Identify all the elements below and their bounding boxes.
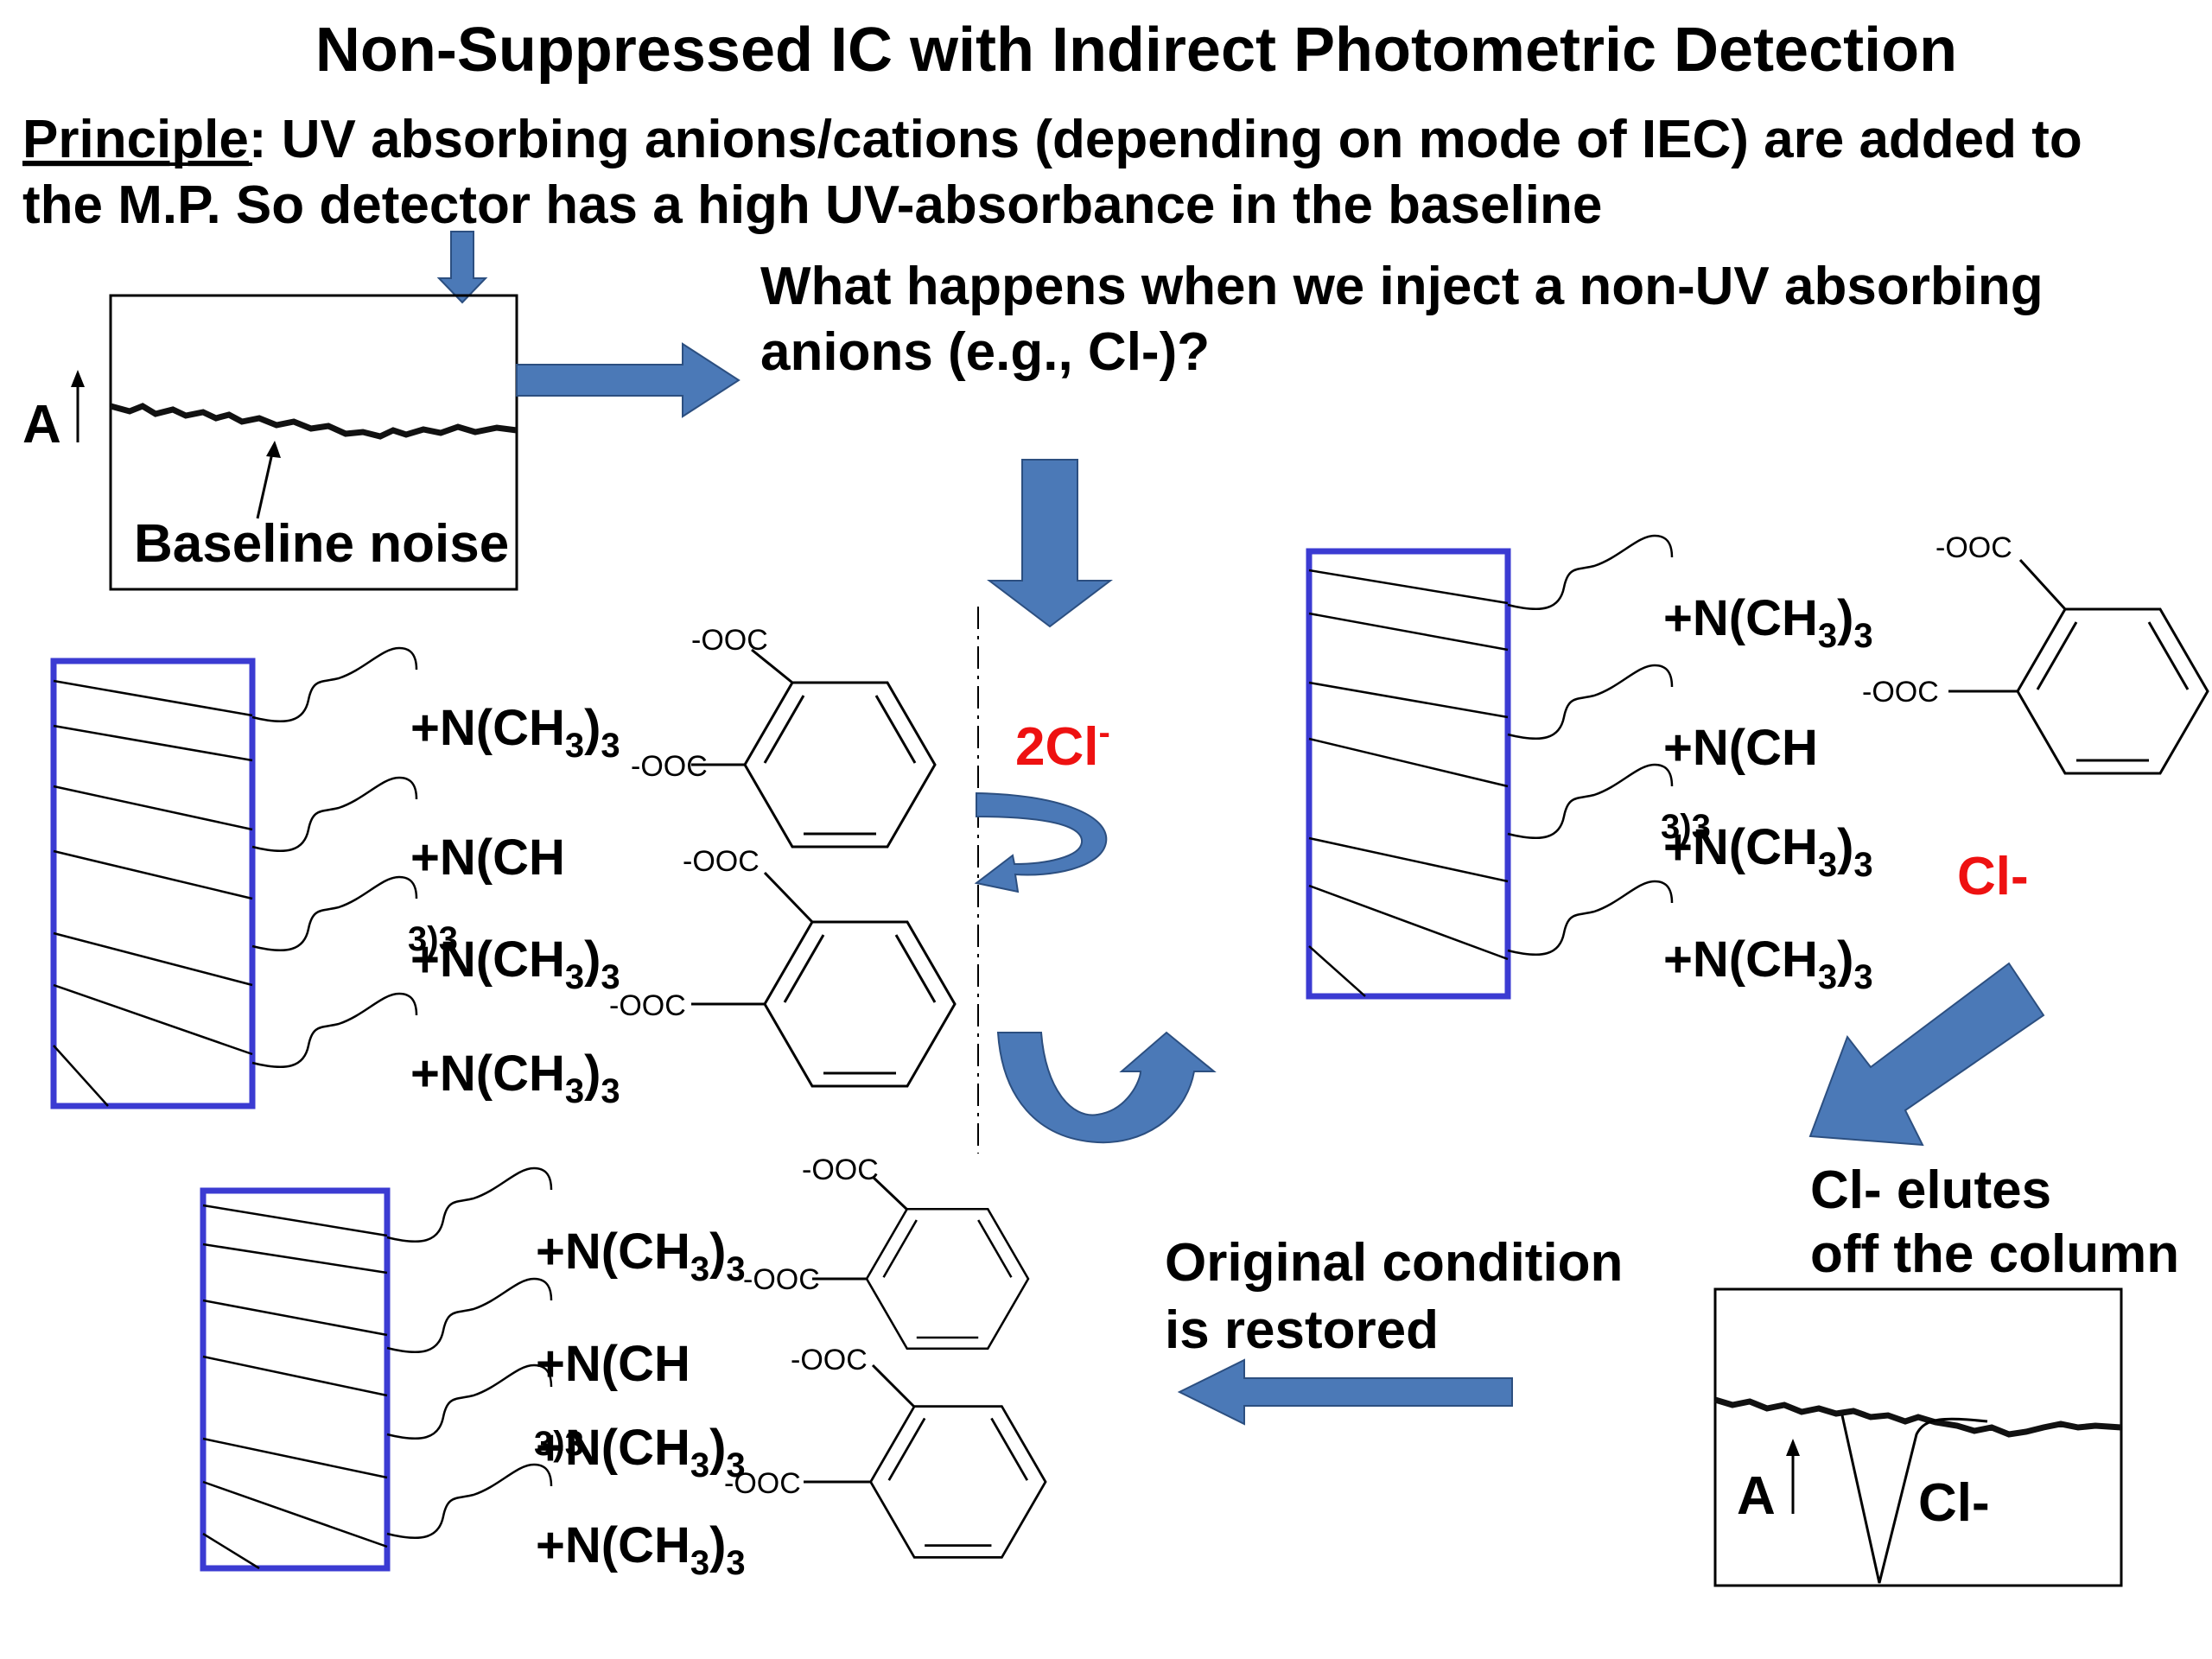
strand	[385, 1363, 553, 1440]
carboxylate-label: -OOC	[743, 1263, 820, 1296]
strand	[251, 646, 418, 723]
strand	[251, 875, 418, 952]
elution-line-2: off the column	[1810, 1224, 2179, 1284]
carboxylate-label: -OOC	[1936, 531, 2012, 564]
carboxylate-label: -OOC	[1862, 676, 1939, 709]
column-bottom-packing	[202, 1204, 388, 1570]
question-line-2: anions (e.g., Cl-)?	[760, 322, 1210, 382]
baseline-plot-frame	[109, 294, 518, 591]
baseline-pointer	[256, 448, 275, 519]
column-left-packing	[53, 679, 253, 1107]
peak-plot-frame	[1713, 1287, 2123, 1587]
strand	[1506, 880, 1674, 957]
principle-line-2: the M.P. So detector has a high UV-absor…	[22, 175, 1602, 235]
ammonium-group: +N(CH3)3	[410, 700, 620, 765]
principle-text-1: : UV absorbing anions/cations (depending…	[249, 110, 2082, 169]
carboxylate-label: -OOC	[791, 1344, 868, 1376]
column-bottom-frame	[200, 1187, 391, 1572]
diagonal-arrow-elution	[1808, 962, 2045, 1147]
column-right: +N(CH3)3 +N(CH 3)3 +N(CH3)3 +N(CH3)3 -OO…	[1306, 531, 2209, 1000]
strand	[251, 776, 418, 853]
column-right-packing	[1308, 569, 1509, 997]
curved-arrow-exchange	[974, 791, 1108, 893]
ammonium-group-cut: +N(CH	[536, 1336, 690, 1392]
ammonium-fragment: 3)3	[534, 1425, 584, 1463]
strand	[1506, 763, 1674, 840]
phthalate-ring	[865, 1207, 1030, 1351]
strand	[1506, 664, 1674, 741]
peak-label: Cl-	[1918, 1473, 1990, 1533]
phthalate-ring	[869, 1405, 1047, 1559]
phthalate-ring	[2016, 607, 2209, 775]
column-left: +N(CH3)3 +N(CH 3)3 +N(CH3)3 +N(CH3)3 -OO…	[50, 624, 957, 1110]
down-arrow-big	[987, 459, 1113, 628]
principle-line-1: Principle: UV absorbing anions/cations (…	[22, 110, 2082, 169]
restored-line-1: Original condition	[1165, 1233, 1623, 1293]
peak-plot-axis-arrow-head	[1786, 1439, 1800, 1456]
carboxylate-label: -OOC	[631, 750, 708, 783]
ammonium-group: +N(CH3)3	[1663, 819, 1873, 884]
elution-line-1: Cl- elutes	[1810, 1160, 2051, 1220]
page-title: Non-Suppressed IC with Indirect Photomet…	[315, 16, 1957, 85]
ammonium-fragment: 3)3	[1661, 808, 1711, 846]
baseline-axis-arrow-head	[71, 370, 85, 387]
baseline-caption: Baseline noise	[134, 514, 509, 574]
carboxylate-label: -OOC	[683, 845, 760, 878]
ammonium-group: +N(CH3)3	[536, 1224, 746, 1288]
column-left-frame	[50, 658, 256, 1109]
ammonium-fragment: 3)3	[408, 920, 458, 958]
question-line-1: What happens when we inject a non-UV abs…	[760, 257, 2044, 316]
ammonium-group: +N(CH3)3	[410, 1046, 620, 1110]
phthalate-ring	[763, 920, 957, 1088]
chloride-label: Cl-	[1957, 847, 2029, 906]
curved-arrow-return	[996, 1031, 1217, 1144]
ammonium-group: +N(CH3)3	[410, 931, 620, 996]
right-arrow-question	[516, 342, 741, 418]
strand	[385, 1166, 553, 1243]
ammonium-group-cut: +N(CH	[1663, 720, 1818, 776]
strand	[1506, 534, 1674, 611]
baseline-axis-label: A	[22, 395, 61, 454]
left-arrow-restored	[1177, 1358, 1513, 1426]
baseline-noise-trace	[110, 403, 518, 440]
ammonium-group: +N(CH3)3	[1663, 590, 1873, 655]
strand	[251, 992, 418, 1069]
down-arrow-small	[436, 231, 488, 304]
baseline-pointer-head	[266, 441, 281, 458]
strand	[385, 1277, 553, 1354]
peak-plot-axis-label: A	[1737, 1466, 1776, 1526]
carboxylate-label: -OOC	[802, 1154, 879, 1186]
restored-line-2: is restored	[1165, 1300, 1439, 1360]
column-bottom: +N(CH3)3 +N(CH 3)3 +N(CH3)3 +N(CH3)3 -OO…	[200, 1154, 1047, 1582]
carboxylate-label: -OOC	[724, 1467, 801, 1500]
ammonium-group: +N(CH3)3	[536, 1420, 746, 1484]
phthalate-ring	[743, 681, 937, 849]
ammonium-group: +N(CH3)3	[1663, 931, 1873, 996]
carboxylate-label: -OOC	[691, 624, 768, 657]
column-right-frame	[1306, 548, 1511, 1000]
ammonium-group: +N(CH3)3	[536, 1517, 746, 1582]
principle-label: Principle	[22, 110, 249, 169]
chloride-2-label: 2Cl-	[1015, 714, 1110, 777]
carboxylate-label: -OOC	[609, 989, 686, 1022]
ammonium-group-cut: +N(CH	[410, 830, 565, 886]
strand	[385, 1463, 553, 1540]
chloride-peak	[1840, 1414, 1988, 1584]
peak-plot-trace	[1713, 1396, 2122, 1438]
